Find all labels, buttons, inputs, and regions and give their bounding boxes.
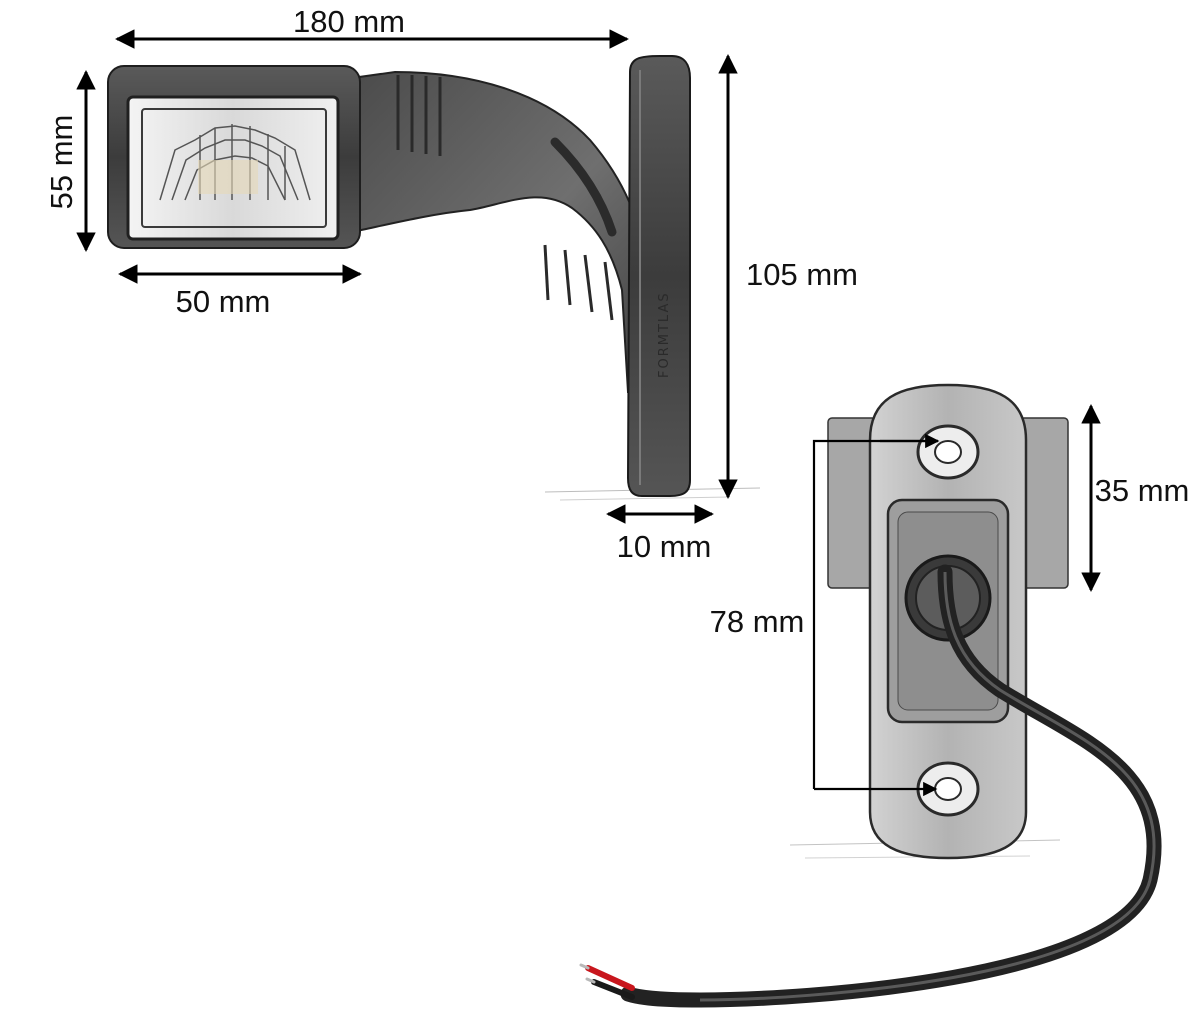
mounting-hole-top	[916, 424, 980, 480]
wire-tip-black	[585, 977, 596, 984]
cable-highlight	[699, 571, 1156, 1002]
wire-black	[591, 979, 635, 1000]
led-glow	[198, 160, 258, 194]
wire-red	[585, 965, 635, 991]
arm-groove	[550, 137, 617, 237]
dimension-lines	[76, 29, 1101, 797]
label-overall-length: 180 mm	[293, 4, 405, 39]
label-base-width: 35 mm	[1095, 473, 1190, 508]
lamp-rear-view	[579, 383, 1162, 1008]
label-hole-spacing: 78 mm	[710, 604, 805, 639]
wire-tip-red	[579, 963, 590, 970]
label-total-height: 105 mm	[746, 257, 858, 292]
dimension-labels: 180 mm 55 mm 50 mm 105 mm 10 mm 35 mm 78…	[44, 4, 1189, 639]
arm-ribs	[396, 75, 614, 321]
lens-inner-frame	[141, 108, 327, 228]
ground-sketch-line	[559, 496, 731, 501]
label-lens-height: 55 mm	[44, 115, 79, 210]
brand-emboss: FORMTLAS	[657, 291, 672, 378]
mounting-plate-side	[626, 55, 691, 497]
label-base-thickness: 10 mm	[617, 529, 712, 564]
label-lens-width: 50 mm	[176, 284, 271, 319]
lamp-side-view: FORMTLAS	[107, 55, 761, 501]
